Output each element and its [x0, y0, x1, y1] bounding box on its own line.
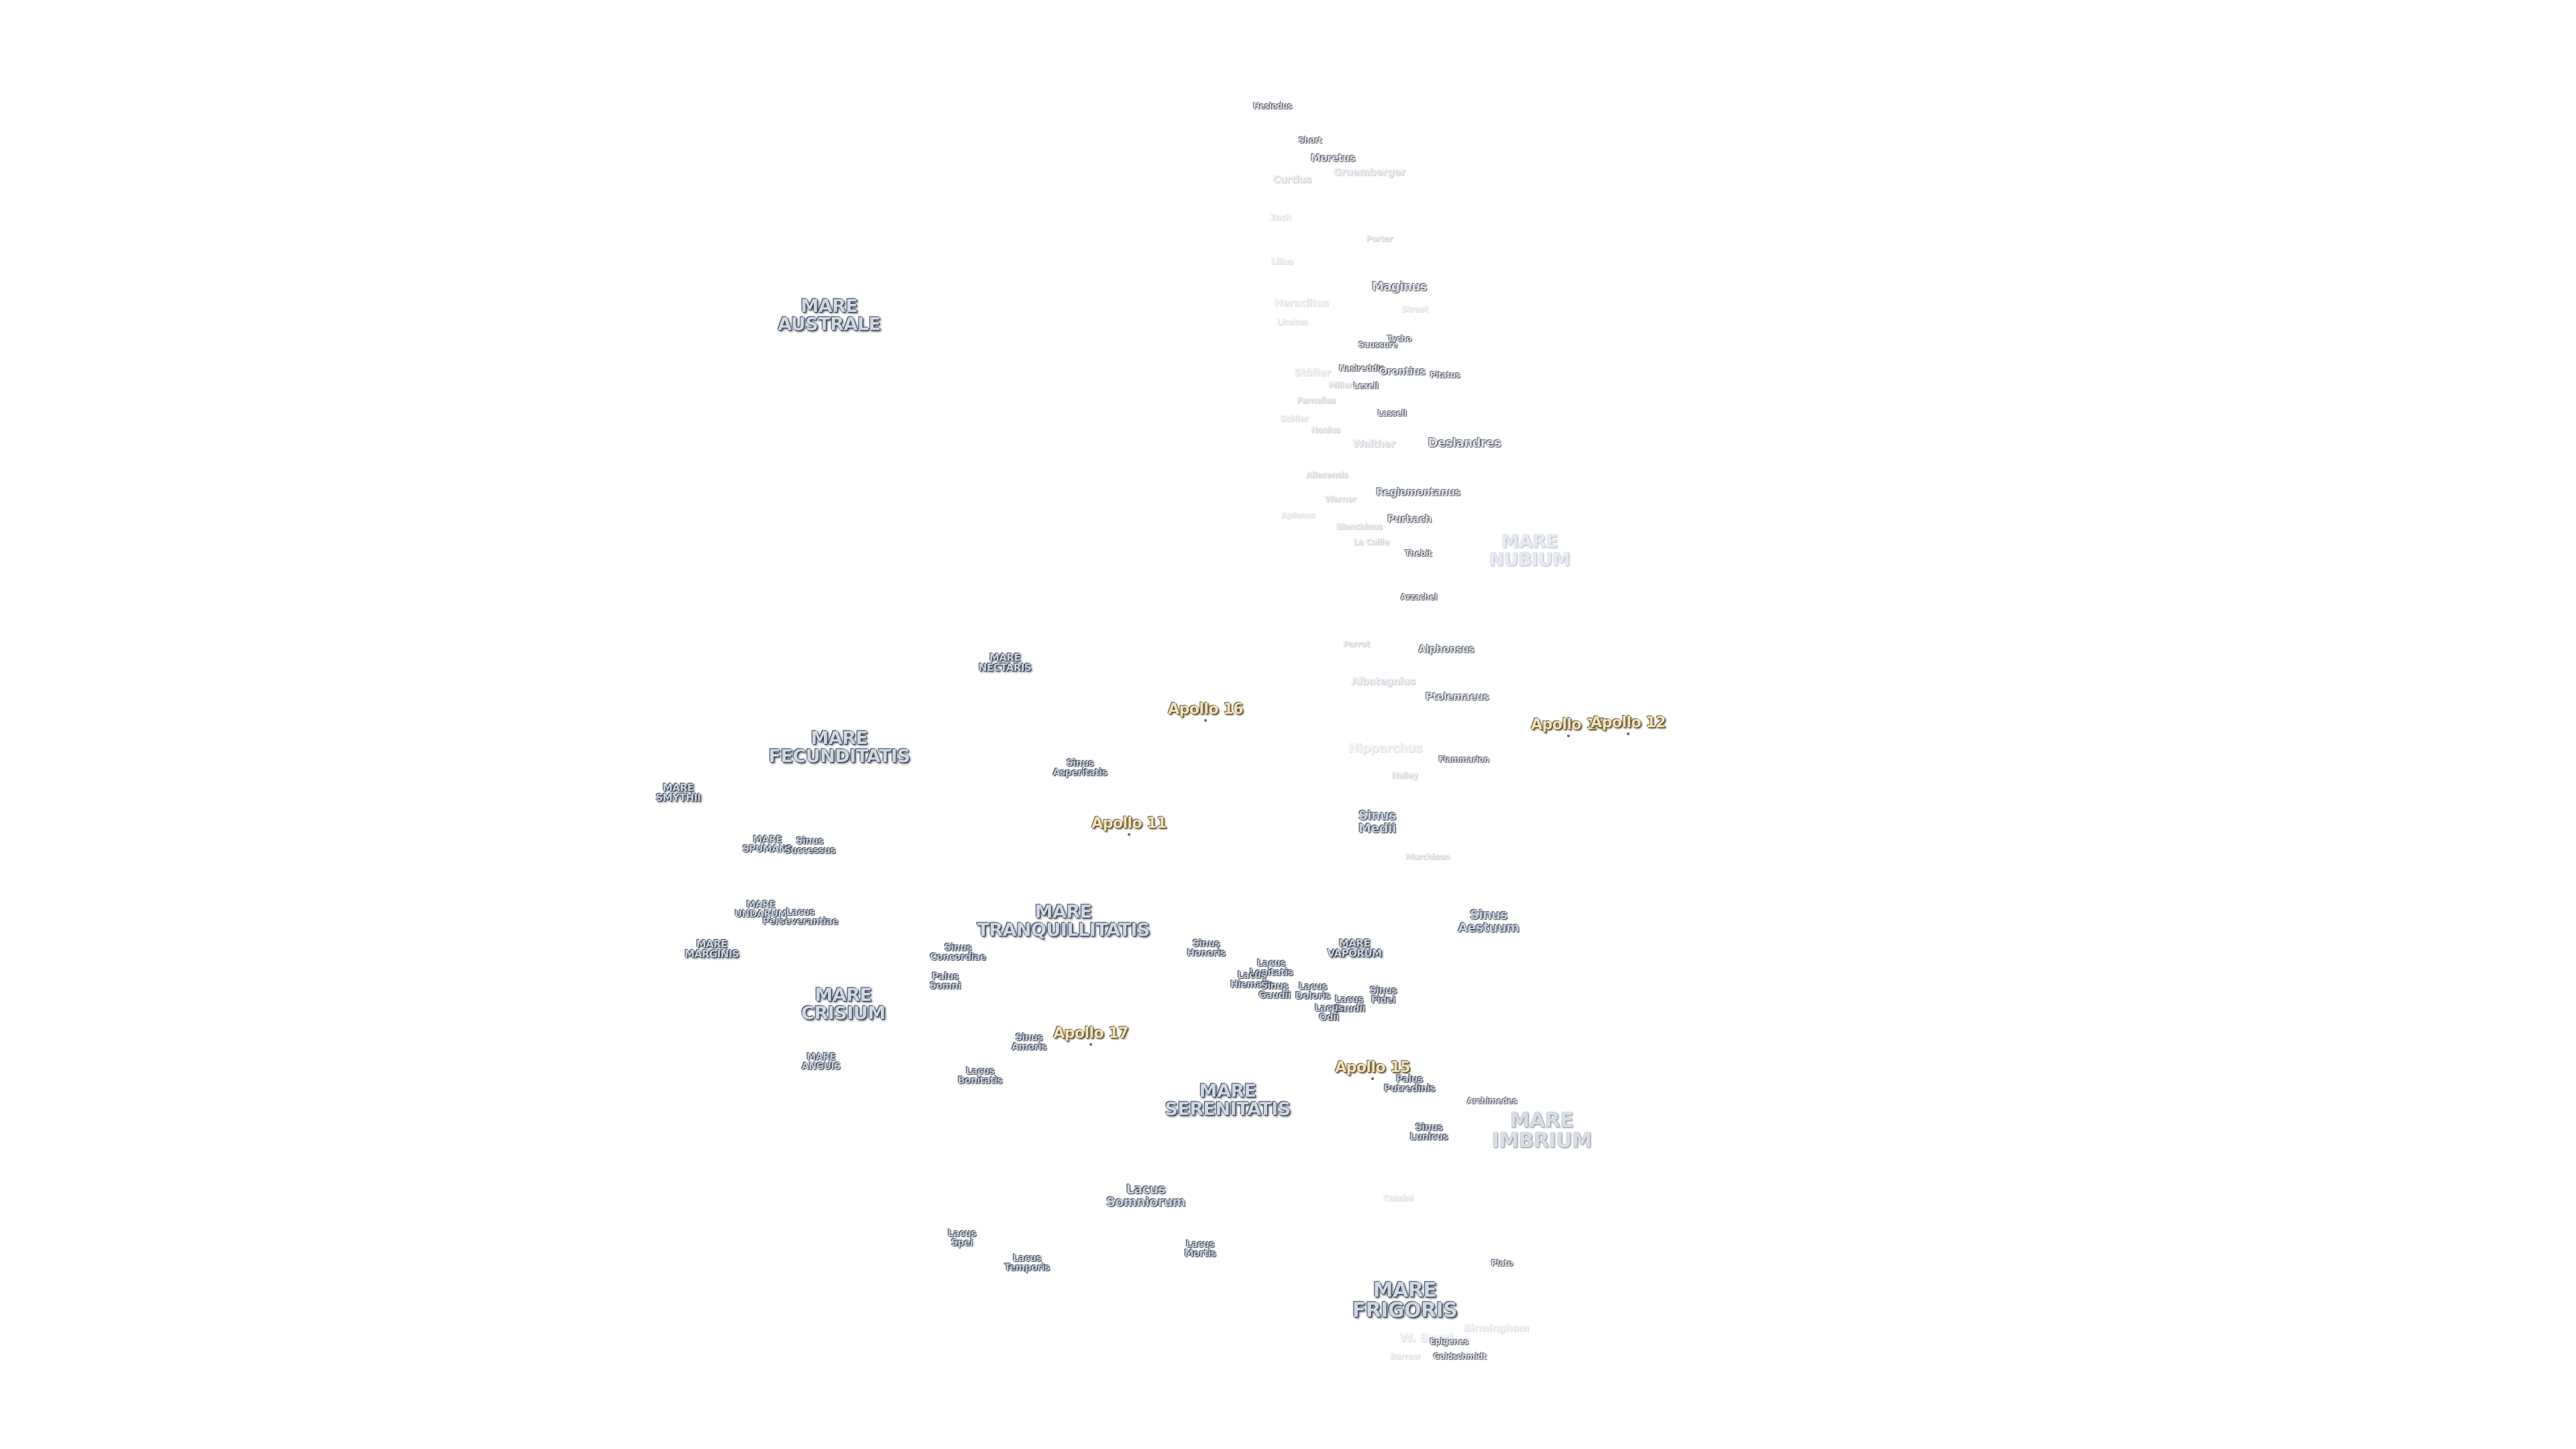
mare-label-smythii: MARE SMYTHII: [655, 782, 701, 804]
crater-label-pitatus: Pitatus: [1430, 370, 1460, 380]
crater-label-epigenes: Epigenes: [1430, 1337, 1468, 1346]
feature-label-palus-somni: Palus Somni: [929, 971, 961, 991]
feature-label-lacus-bonitatis: Lacus Bonitatis: [957, 1066, 1003, 1086]
apollo-site-15[interactable]: Apollo 15: [1335, 1059, 1410, 1080]
apollo-site-12[interactable]: Apollo 12: [1591, 714, 1666, 735]
feature-label-sinus-asperitatis: Sinus Asperitatis: [1053, 758, 1108, 778]
mare-label-nubium: MARE NUBIUM: [1489, 531, 1570, 570]
crater-label-werner: Werner: [1324, 494, 1356, 504]
crater-label-nonius: Nonius: [1311, 425, 1340, 435]
mare-label-fecunditatis: MARE FECUNDITATIS: [768, 728, 910, 767]
mare-label-nectaris: MARE NECTARIS: [978, 651, 1032, 674]
apollo-site-14[interactable]: Apollo 14: [1531, 716, 1606, 737]
crater-label-licetus: Licetus: [1277, 317, 1307, 327]
crater-label-fernelius: Fernelius: [1297, 396, 1336, 405]
apollo-site-11[interactable]: Apollo 11: [1091, 815, 1167, 836]
crater-label-regiomontanus: Regiomontanus: [1376, 486, 1460, 498]
crater-label-moretus: Moretus: [1310, 152, 1356, 164]
crater-label-stoeffler2: Stöfler: [1279, 414, 1309, 423]
feature-label-sinus-concordiae: Sinus Concordiae: [930, 943, 986, 963]
feature-label-lacus-hiemalis: Lacus Hiemalis: [1230, 970, 1273, 990]
crater-label-blanchinus: Blanchinus: [1336, 522, 1383, 531]
crater-label-flammarion: Flammarion: [1438, 755, 1489, 764]
feature-label-lacus-doloris: Lacus Doloris: [1295, 981, 1331, 1002]
crater-label-albategnius: Albategnius: [1351, 675, 1415, 688]
crater-label-gruemberger: Gruemberger: [1333, 166, 1405, 178]
crater-label-w-bond: W. Bond: [1399, 1331, 1453, 1345]
feature-label-sinus-lunicus: Sinus Lunicus: [1409, 1122, 1448, 1142]
feature-label-lacus-somniorum: Lacus Somniorum: [1106, 1182, 1185, 1210]
crater-label-apianus: Apianus: [1281, 511, 1316, 520]
crater-label-aliacensis: Aliacensis: [1305, 470, 1348, 480]
crater-label-birmingham: Birmingham: [1463, 1322, 1529, 1334]
crater-label-street: Street: [1401, 305, 1428, 314]
mare-label-marginis: MARE MARGINIS: [684, 938, 739, 960]
feature-label-lacus-spei: Lacus Spei: [947, 1228, 977, 1248]
feature-label-sinus-amoris: Sinus Amoris: [1011, 1032, 1047, 1053]
feature-label-lacus-odii: Lacus Odii: [1314, 1003, 1344, 1023]
crater-label-curtius: Curtius: [1273, 173, 1311, 186]
crater-label-cassini: Cassini: [1383, 1193, 1413, 1203]
crater-label-saussure: Saussure: [1358, 340, 1398, 350]
crater-label-deslandres: Deslandres: [1428, 436, 1501, 450]
mare-label-tranquillitatis: MARE TRANQUILLITATIS: [977, 902, 1150, 941]
feature-label-lacus-gaudii: Lacus Gaudii: [1333, 994, 1365, 1014]
feature-label-sinus-aestuum: Sinus Aestuum: [1458, 908, 1519, 935]
crater-label-goldschmidt: Goldschmidt: [1433, 1352, 1487, 1361]
crater-label-stofler: Stöfler: [1293, 366, 1331, 379]
mare-label-serenitatis: MARE SERENITATIS: [1165, 1081, 1291, 1120]
crater-label-lilius: Lilius: [1271, 257, 1293, 266]
crater-label-la-caille: La Caille: [1353, 537, 1389, 547]
crater-label-archimedes: Archimedes: [1466, 1096, 1517, 1106]
feature-label-sinus-medii: Sinus Medii: [1358, 808, 1397, 836]
crater-label-miller: Miller: [1328, 380, 1352, 390]
crater-label-heraclitus: Heraclitus: [1274, 297, 1329, 309]
mare-label-australe: MARE AUSTRALE: [777, 296, 881, 335]
crater-label-plato: Plato: [1491, 1258, 1513, 1268]
mare-label-crisium: MARE CRISIUM: [801, 985, 885, 1024]
feature-label-lacus-lenitatis: Lacus Lenitatis: [1249, 958, 1293, 978]
crater-label-short: Short: [1298, 136, 1322, 145]
feature-label-sinus-fidei: Sinus Fidei: [1369, 985, 1397, 1006]
crater-label-lassel: Lassell: [1377, 409, 1407, 418]
feature-label-lacus-temporis: Lacus Temporis: [1004, 1253, 1050, 1273]
crater-label-porter: Porter: [1366, 234, 1393, 244]
crater-label-murchison: Murchison: [1405, 852, 1450, 861]
crater-label-alphonsus: Alphonsus: [1418, 643, 1474, 655]
apollo-site-17[interactable]: Apollo 17: [1053, 1025, 1128, 1046]
crater-label-barrow: Barrow: [1389, 1352, 1420, 1361]
crater-label-lexell: Lexell: [1353, 381, 1379, 390]
feature-label-lacus-perseverantiae: Lacus Perseverantiae: [762, 907, 839, 927]
crater-label-arzachel: Arzachel: [1400, 592, 1438, 602]
feature-label-palus-putredinis: Palus Putredinis: [1383, 1074, 1436, 1094]
apollo-site-16[interactable]: Apollo 16: [1168, 701, 1243, 722]
crater-label-nasireddin: Nasireddin: [1338, 364, 1385, 373]
crater-label-walther: Walther: [1352, 437, 1395, 450]
crater-label-orontius: Orontius: [1379, 365, 1426, 378]
crater-label-thebit: Thebit: [1404, 549, 1432, 558]
crater-label-tycho: Tycho: [1387, 334, 1411, 343]
feature-label-sinus-gaudii: Sinus Gaudii: [1258, 981, 1291, 1001]
crater-label-purbach: Purbach: [1387, 513, 1432, 525]
crater-label-hipparchus: Hipparchus: [1348, 741, 1423, 755]
crater-label-ptolemaeus: Ptolemaeus: [1425, 690, 1489, 703]
crater-label-zach: Zach: [1270, 213, 1291, 222]
feature-label-lacus-mortis: Lacus Mortis: [1184, 1239, 1216, 1259]
mare-label-spumans: MARE SPUMANS: [742, 835, 793, 855]
mare-label-vaporum: MARE VAPORUM: [1327, 937, 1382, 959]
crater-label-parrot: Parrot: [1343, 639, 1370, 649]
feature-label-sinus-successus: Sinus Successus: [784, 836, 836, 856]
mare-label-frigoris: MARE FRIGORIS: [1352, 1279, 1458, 1322]
crater-label-halley: Halley: [1391, 771, 1418, 780]
feature-label-sinus-honoris: Sinus Honoris: [1187, 938, 1226, 959]
mare-label-imbrium: MARE IMBRIUM: [1491, 1109, 1592, 1152]
crater-label-maginus: Maginus: [1372, 280, 1427, 294]
mare-label-undarum: MARE UNDARUM: [734, 900, 788, 920]
crater-label-hesiodus: Hesiodus: [1253, 101, 1292, 111]
mare-label-anguis: MARE ANGUIS: [802, 1052, 841, 1072]
